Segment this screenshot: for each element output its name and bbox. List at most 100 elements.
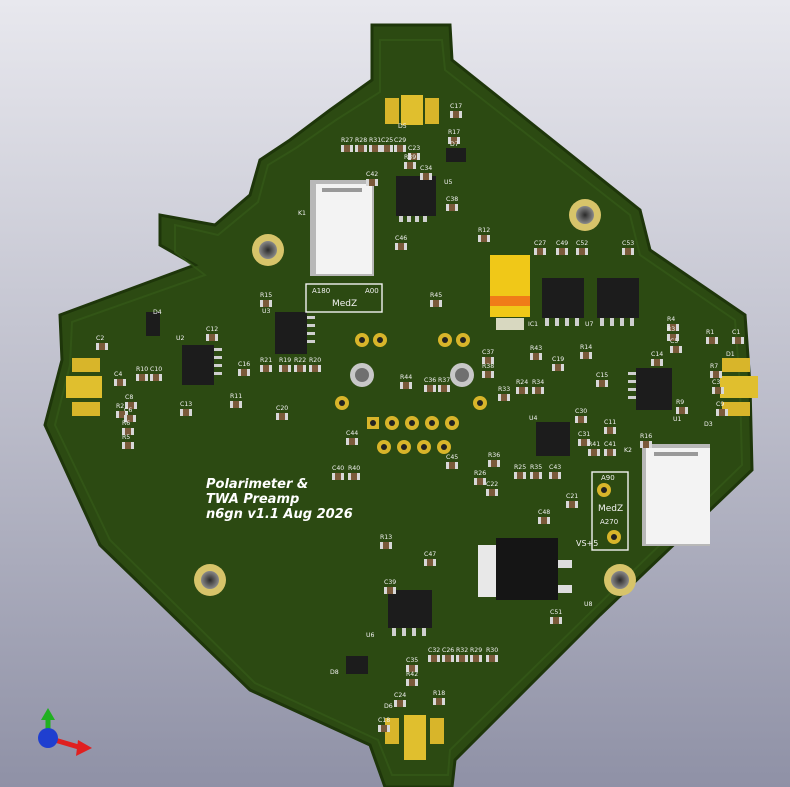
relay-k2 (642, 444, 710, 546)
designator-c24: C24 (394, 692, 406, 699)
ic-pins (214, 216, 636, 636)
designator-c10: C10 (150, 366, 162, 373)
ic-chips (146, 148, 672, 674)
designator-r15: R15 (260, 292, 272, 299)
designator-r29: R29 (470, 647, 482, 654)
medz-top-label-2: MedZ (332, 299, 357, 309)
smd-part-r17 (448, 137, 460, 144)
designator-c17: C17 (450, 103, 462, 110)
smd-part-c26 (442, 655, 454, 662)
designator-c6: C6 (124, 407, 132, 414)
designator-c32: C32 (428, 647, 440, 654)
mounting-holes (194, 199, 636, 596)
designator-u5: U5 (444, 179, 453, 186)
smd-part-c6 (124, 415, 136, 422)
smd-part-c22 (486, 489, 498, 496)
designator-r20: R20 (309, 357, 321, 364)
designator-c52: C52 (576, 240, 588, 247)
designator-r19: R19 (279, 357, 291, 364)
smd-part-r2 (116, 411, 128, 418)
designator-c40: C40 (332, 465, 344, 472)
designator-r6: R6 (122, 420, 130, 427)
vs5-label: VS+5 (576, 539, 598, 548)
designator-r14: R14 (580, 344, 592, 351)
designator-c26: C26 (442, 647, 454, 654)
smd-part-r13 (380, 542, 392, 549)
designator-r25: R25 (514, 464, 526, 471)
smd-part-c46 (395, 243, 407, 250)
smd-part-r38 (482, 371, 494, 378)
smd-part-c4 (114, 379, 126, 386)
designator-r42: R42 (406, 671, 418, 678)
designator-r2: R2 (116, 403, 124, 410)
designator-c39: C39 (384, 579, 396, 586)
smd-part-c16 (238, 369, 250, 376)
smd-part-c36 (424, 385, 436, 392)
smd-part-c2 (96, 343, 108, 350)
designator-c31: C31 (578, 431, 590, 438)
edge-connector-top (385, 95, 439, 125)
board-title-line-2: TWA Preamp (206, 492, 299, 507)
designator-c14: C14 (651, 351, 663, 358)
designator-u4: U4 (529, 415, 538, 422)
designator-r27: R27 (341, 137, 353, 144)
designator-c21: C21 (566, 493, 578, 500)
designator-d7: D7 (450, 141, 459, 148)
smd-part-c38 (446, 204, 458, 211)
designator-r22: R22 (294, 357, 306, 364)
designator-r35: R35 (530, 464, 542, 471)
medz-box-right (591, 471, 629, 551)
edge-connector-bottom (385, 715, 444, 760)
smd-part-r44 (400, 382, 412, 389)
smd-part-r34 (532, 387, 544, 394)
designator-c48: C48 (538, 509, 550, 516)
smd-part-c45 (446, 462, 458, 469)
board-title-line-1: Polarimeter & (206, 477, 308, 492)
designator-c25: C25 (381, 137, 393, 144)
designator-r13: R13 (380, 534, 392, 541)
smd-part-c11 (604, 427, 616, 434)
designator-r5: R5 (122, 434, 130, 441)
designator-c9: C9 (716, 401, 724, 408)
smd-part-r4 (667, 324, 679, 331)
smd-part-r11 (230, 401, 242, 408)
medz-right-label-0: A90 (601, 474, 615, 482)
medz-top-label-1: A00 (365, 287, 379, 295)
regulator-u8 (478, 538, 572, 600)
designator-c42: C42 (366, 171, 378, 178)
designator-c44: C44 (346, 430, 358, 437)
th-pads (335, 333, 621, 544)
designator-r30: R30 (486, 647, 498, 654)
designator-c47: C47 (424, 551, 436, 558)
smd-passives (96, 111, 744, 732)
designator-d4: D4 (153, 309, 162, 316)
smd-part-r25 (514, 472, 526, 479)
designator-c5: C5 (670, 338, 678, 345)
smd-part-r5 (122, 442, 134, 449)
designator-c23: C23 (408, 145, 420, 152)
designator-c1: C1 (732, 329, 740, 336)
axis-gizmo (38, 708, 92, 756)
smd-part-c20 (276, 413, 288, 420)
medz-right-label-2: A270 (600, 518, 618, 526)
designator-c34: C34 (420, 165, 432, 172)
designator-c49: C49 (556, 240, 568, 247)
designator-r24: R24 (516, 379, 528, 386)
designator-c51: C51 (550, 609, 562, 616)
smd-part-c39 (384, 587, 396, 594)
y-axis-arrowhead (41, 708, 55, 720)
designator-c8: C8 (125, 394, 133, 401)
smd-part-c47 (424, 559, 436, 566)
designator-r33: R33 (498, 386, 510, 393)
designator-r26: R26 (474, 470, 486, 477)
designator-c43: C43 (549, 464, 561, 471)
smd-part-c27 (534, 248, 546, 255)
designator-r36: R36 (488, 452, 500, 459)
designator-u3: U3 (262, 308, 271, 315)
smd-part-r12 (478, 235, 490, 242)
smd-part-r27 (341, 145, 353, 152)
smd-part-r18 (433, 698, 445, 705)
designator-r16: R16 (640, 433, 652, 440)
